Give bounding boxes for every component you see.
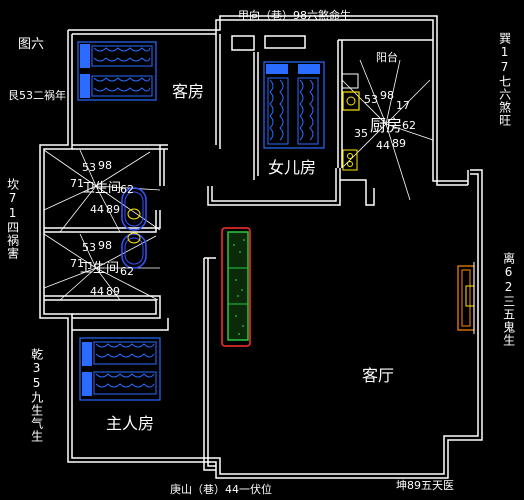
bath-upper-num: 53 xyxy=(82,161,96,174)
wall-guest-left xyxy=(39,30,483,479)
kitchen-rays xyxy=(341,59,434,201)
wall-kitchen-bottom xyxy=(340,179,375,206)
room-kitchen: 厨房 xyxy=(370,116,403,135)
compass-right-mid: 离62三五鬼生 xyxy=(501,252,516,347)
kitchen-num: 98 xyxy=(380,89,394,102)
master-bed xyxy=(79,337,161,401)
bath-lower-num: 44 xyxy=(90,285,104,298)
bath-rays-upper xyxy=(43,149,161,233)
room-balcony: 阳台 xyxy=(376,51,398,64)
figure-label: 图六 xyxy=(18,37,45,52)
bath-lower-num: 62 xyxy=(120,265,134,278)
bath-upper-num: 44 xyxy=(90,203,104,216)
walls xyxy=(39,15,483,479)
bath-lower-num: 89 xyxy=(106,285,120,298)
bath-lower-num: 53 xyxy=(82,241,96,254)
wall-bath-lower xyxy=(44,295,161,319)
compass-bottom-left: 庚山（巷）44一伏位 xyxy=(170,483,272,496)
wall-bath-upper xyxy=(44,210,161,229)
compass-bottom-right: 坤89五天医 xyxy=(396,479,454,492)
kitchen-stove xyxy=(342,91,360,171)
living-sofa xyxy=(221,227,251,347)
bathtub-lower xyxy=(121,232,147,269)
bath-upper-num: 62 xyxy=(120,183,134,196)
bathtub-upper xyxy=(121,187,147,231)
kitchen-num: 44 xyxy=(376,139,390,152)
compass-right-top: 巽17七六煞旺 xyxy=(497,32,512,127)
bath-lower-num: 98 xyxy=(98,239,112,252)
wall-outline-top-inner xyxy=(72,19,468,182)
bath-lower-num: 71 xyxy=(70,257,84,270)
wall-guest-left-inner xyxy=(43,34,479,475)
compass-left-bottom: 乾35九生气生 xyxy=(29,348,44,443)
kitchen-num: 62 xyxy=(402,119,416,132)
room-master: 主人房 xyxy=(106,414,155,433)
bath-upper-num: 71 xyxy=(70,177,84,190)
bath-rays-lower xyxy=(43,233,160,301)
compass-left-mid: 坎71四祸害 xyxy=(5,178,20,260)
kitchen-num: 89 xyxy=(392,137,406,150)
kitchen-num: 17 xyxy=(396,99,410,112)
kitchen-num: 53 xyxy=(364,93,378,106)
wall-daughter-bottom xyxy=(207,168,341,206)
kitchen-num: 35 xyxy=(354,127,368,140)
room-living: 客厅 xyxy=(362,366,395,385)
room-bathroom-upper: 卫生间 xyxy=(82,181,122,196)
daughter-bed xyxy=(263,61,325,149)
room-daughter: 女儿房 xyxy=(268,158,317,177)
compass-top: 甲向（巷）98六煞命生 xyxy=(238,9,351,22)
room-guest: 客房 xyxy=(172,82,205,101)
tv-cabinet xyxy=(457,262,475,334)
compass-left-top: 艮53二祸年 xyxy=(8,89,66,102)
bath-upper-num: 98 xyxy=(98,159,112,172)
bath-upper-num: 89 xyxy=(106,203,120,216)
wall-master-right xyxy=(203,258,216,471)
wall-outline-top xyxy=(68,15,468,186)
balcony-stub xyxy=(341,73,359,89)
guest-bed xyxy=(77,41,157,101)
room-bathroom-lower: 卫生间 xyxy=(80,261,120,276)
